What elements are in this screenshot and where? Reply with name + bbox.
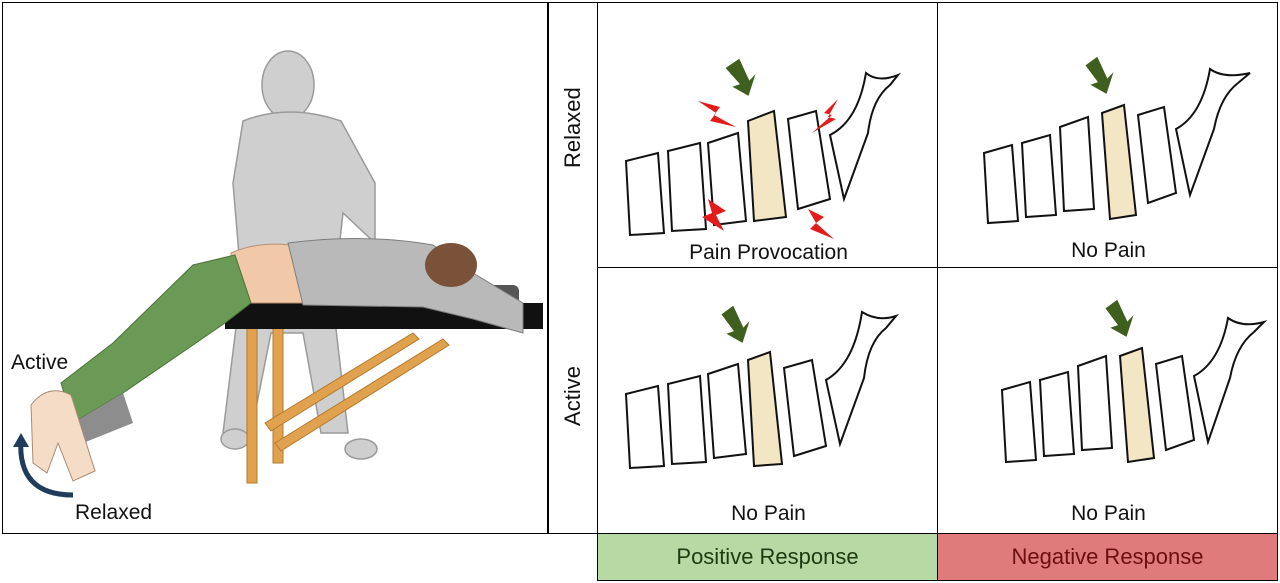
cell-active-negative: No Pain (937, 267, 1278, 534)
down-arrow-icon (725, 58, 756, 96)
prone-test-illustration (13, 50, 543, 498)
patient-feet (30, 390, 96, 482)
patient-legs (60, 254, 252, 424)
label-relaxed: Relaxed (75, 501, 153, 524)
spine-drawing (624, 71, 902, 237)
pain-bolt-icons (698, 99, 838, 239)
cell-caption-no-pain: No Pain (1071, 502, 1146, 525)
negative-response-label: Negative Response (1011, 544, 1204, 569)
down-arrow-icon (1105, 299, 1134, 337)
curved-arrow-icon (18, 438, 74, 498)
positive-response-label: Positive Response (676, 544, 859, 569)
table-legs (246, 327, 450, 484)
down-arrow-icon (721, 305, 750, 343)
positive-response-bar: Positive Response (597, 533, 938, 581)
patient-illustration-panel: Active Relaxed (2, 2, 548, 534)
cell-relaxed-negative: No Pain (937, 2, 1278, 268)
spine-drawing (1000, 316, 1268, 464)
label-active: Active (11, 351, 69, 374)
cell-caption-no-pain: No Pain (1071, 239, 1146, 262)
row-header-active: Active (560, 366, 585, 426)
cell-caption-no-pain: No Pain (731, 502, 806, 525)
down-arrow-icon (1085, 56, 1114, 94)
cell-relaxed-positive: Pain Provocation (597, 2, 938, 268)
row-header-column (548, 2, 598, 534)
spine-drawing (624, 310, 900, 470)
patient-hair (425, 243, 477, 287)
patient-leg-shadow (73, 393, 133, 443)
spine-drawing (982, 67, 1251, 225)
cell-caption-pain-provocation: Pain Provocation (689, 241, 848, 264)
row-header-relaxed: Relaxed (560, 87, 585, 168)
patient-shirt (287, 237, 524, 334)
cell-active-positive: No Pain (597, 267, 938, 534)
negative-response-bar: Negative Response (937, 533, 1278, 581)
